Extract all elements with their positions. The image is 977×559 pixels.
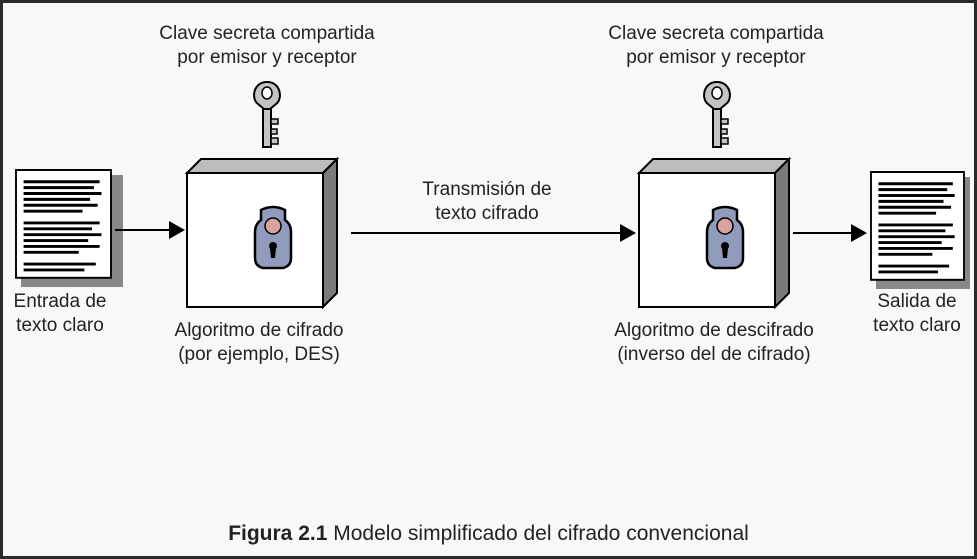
transmission-label: Transmisión de texto cifrado bbox=[407, 178, 567, 226]
shared-key-label-line2: por emisor y receptor bbox=[177, 47, 357, 68]
output-label-line2: texto claro bbox=[873, 315, 961, 336]
shared-key-label-left: Clave secreta compartida por emisor y re… bbox=[157, 22, 377, 70]
shared-key-label-right: Clave secreta compartida por emisor y re… bbox=[606, 22, 826, 70]
encrypt-label-line2: (por ejemplo, DES) bbox=[178, 344, 340, 365]
transmission-label-line2: texto cifrado bbox=[435, 203, 539, 224]
caption-text: Modelo simplificado del cifrado convenci… bbox=[327, 522, 749, 545]
decrypt-label-line2: (inverso del de cifrado) bbox=[617, 344, 811, 365]
shared-key-label-line1: Clave secreta compartida bbox=[608, 23, 824, 44]
lock-icon bbox=[705, 205, 745, 270]
encrypt-algorithm-label: Algoritmo de cifrado (por ejemplo, DES) bbox=[149, 319, 369, 367]
arrow-input-to-encrypt bbox=[115, 221, 185, 239]
figure: Clave secreta compartida por emisor y re… bbox=[3, 3, 974, 556]
decrypt-label-line1: Algoritmo de descifrado bbox=[614, 320, 814, 341]
output-plaintext-label: Salida de texto claro bbox=[860, 290, 974, 338]
arrow-ciphertext-transmission bbox=[351, 224, 636, 242]
input-label-line2: texto claro bbox=[16, 315, 104, 336]
key-icon bbox=[253, 81, 281, 148]
input-plaintext-label: Entrada de texto claro bbox=[3, 290, 117, 338]
key-icon bbox=[703, 81, 731, 148]
lock-icon bbox=[253, 205, 293, 270]
output-label-line1: Salida de bbox=[877, 291, 957, 312]
figure-caption: Figura 2.1 Modelo simplificado del cifra… bbox=[3, 522, 974, 546]
encrypt-label-line1: Algoritmo de cifrado bbox=[174, 320, 344, 341]
diagram-canvas bbox=[14, 81, 970, 310]
shared-key-label-line2: por emisor y receptor bbox=[626, 47, 806, 68]
transmission-label-line1: Transmisión de bbox=[422, 179, 552, 200]
shared-key-label-line1: Clave secreta compartida bbox=[159, 23, 375, 44]
caption-label: Figura 2.1 bbox=[228, 522, 328, 545]
encrypt-algorithm-box bbox=[184, 156, 340, 310]
output-document-icon bbox=[869, 170, 970, 289]
input-document-icon bbox=[14, 168, 123, 287]
input-label-line1: Entrada de bbox=[13, 291, 107, 312]
arrow-decrypt-to-output bbox=[793, 224, 867, 242]
decrypt-algorithm-label: Algoritmo de descifrado (inverso del de … bbox=[589, 319, 839, 367]
